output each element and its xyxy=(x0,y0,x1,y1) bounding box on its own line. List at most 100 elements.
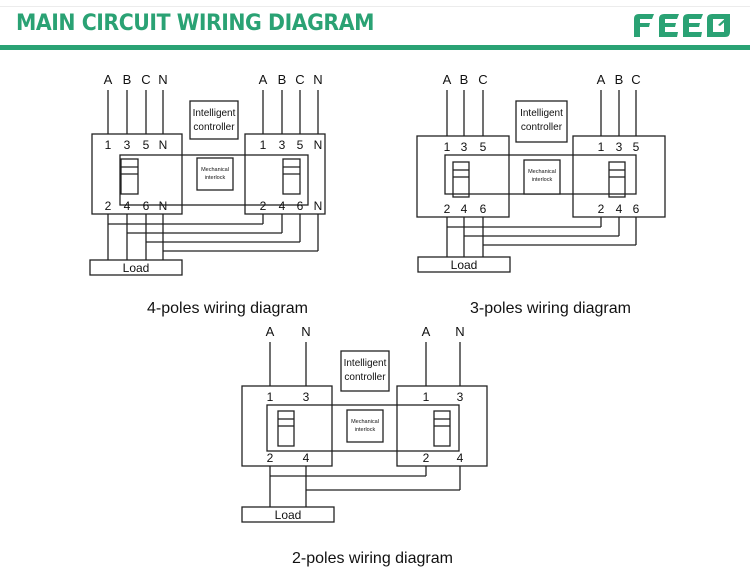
phase-label-a: A xyxy=(104,72,113,87)
phase-label-n: N xyxy=(455,324,464,339)
phase-label-a: A xyxy=(266,324,275,339)
load-label: Load xyxy=(123,261,150,275)
interlock-label: Mechanical xyxy=(351,419,379,425)
terminal-top: 3 xyxy=(461,140,468,154)
interlock-label: interlock xyxy=(205,175,226,181)
terminal-bottom: 2 xyxy=(260,199,267,213)
terminal-bottom: 4 xyxy=(616,202,623,216)
phase-label-c: C xyxy=(478,72,487,87)
phase-label-n: N xyxy=(158,72,167,87)
terminal-bottom: 2 xyxy=(267,451,274,465)
terminal-top: 3 xyxy=(616,140,623,154)
terminal-top: 3 xyxy=(303,390,310,404)
phase-label-b: B xyxy=(278,72,287,87)
brand-logo xyxy=(632,13,732,44)
switch-icon xyxy=(452,161,470,198)
page-title: MAIN CIRCUIT WIRING DIAGRAM xyxy=(16,11,374,36)
breaker-right xyxy=(244,133,326,215)
terminal-bottom: 6 xyxy=(297,199,304,213)
phase-label-c: C xyxy=(631,72,640,87)
terminal-bottom: 6 xyxy=(633,202,640,216)
load-label: Load xyxy=(451,258,478,272)
interlock-label: Mechanical xyxy=(528,169,556,175)
terminal-top: 1 xyxy=(260,138,267,152)
terminal-bottom: 2 xyxy=(105,199,112,213)
terminal-top: N xyxy=(314,138,323,152)
terminal-bottom: 6 xyxy=(143,199,150,213)
interlock-label: interlock xyxy=(532,177,553,183)
header-underline xyxy=(0,45,750,50)
top-divider xyxy=(0,6,750,7)
phase-label-a: A xyxy=(259,72,268,87)
terminal-top: 5 xyxy=(633,140,640,154)
terminal-bottom: 4 xyxy=(461,202,468,216)
interlock-frame xyxy=(266,404,460,452)
three-pole-caption: 3-poles wiring diagram xyxy=(470,300,631,317)
terminal-top: 3 xyxy=(124,138,131,152)
terminal-top: 3 xyxy=(457,390,464,404)
interlock-label: interlock xyxy=(355,427,376,433)
phase-label-a: A xyxy=(443,72,452,87)
controller-label: controller xyxy=(344,372,386,383)
controller-label: controller xyxy=(193,122,235,133)
controller-box xyxy=(189,100,239,140)
terminal-bottom: 2 xyxy=(598,202,605,216)
breaker-left xyxy=(416,135,510,218)
terminal-top: 3 xyxy=(279,138,286,152)
controller-label: Intelligent xyxy=(520,108,563,119)
interlock-frame xyxy=(119,154,309,206)
interlock-label: Mechanical xyxy=(201,167,229,173)
terminal-bottom: 4 xyxy=(457,451,464,465)
load-box xyxy=(241,506,335,523)
breaker-left xyxy=(91,133,183,215)
phase-label-a: A xyxy=(597,72,606,87)
controller-label: controller xyxy=(521,122,563,133)
phase-label-c: C xyxy=(295,72,304,87)
terminal-top: 5 xyxy=(297,138,304,152)
terminal-bottom: N xyxy=(159,199,168,213)
terminal-bottom: 2 xyxy=(423,451,430,465)
phase-label-a: A xyxy=(422,324,431,339)
four-pole-caption: 4-poles wiring diagram xyxy=(147,300,308,317)
interlock-box xyxy=(196,157,234,191)
load-label: Load xyxy=(275,508,302,522)
terminal-top: 1 xyxy=(444,140,451,154)
phase-label-c: C xyxy=(141,72,150,87)
two-pole-diagram: A N A N 1 2 3 4 1 2 3 4 Intelligent controllerMechani… xyxy=(241,324,488,523)
phase-label-n: N xyxy=(301,324,310,339)
terminal-top: N xyxy=(159,138,168,152)
terminal-top: 1 xyxy=(423,390,430,404)
interlock-box xyxy=(346,409,384,443)
terminal-bottom: 4 xyxy=(303,451,310,465)
switch-icon xyxy=(282,158,301,195)
switch-icon xyxy=(608,161,626,198)
breaker-right xyxy=(396,385,488,467)
switch-icon xyxy=(433,410,451,447)
terminal-bottom: 2 xyxy=(444,202,451,216)
feeo-logo-icon xyxy=(634,14,730,37)
load-box xyxy=(89,259,183,276)
two-pole-caption: 2-poles wiring diagram xyxy=(292,550,453,567)
switch-icon xyxy=(120,158,139,195)
interlock-box xyxy=(523,159,561,195)
phase-label-b: B xyxy=(123,72,132,87)
terminal-top: 5 xyxy=(143,138,150,152)
terminal-bottom: 4 xyxy=(124,199,131,213)
terminal-bottom: N xyxy=(314,199,323,213)
phase-label-b: B xyxy=(615,72,624,87)
controller-label: Intelligent xyxy=(193,108,236,119)
phase-label-n: N xyxy=(313,72,322,87)
terminal-top: 1 xyxy=(598,140,605,154)
terminal-bottom: 4 xyxy=(279,199,286,213)
terminal-top: 1 xyxy=(267,390,274,404)
phase-label-b: B xyxy=(460,72,469,87)
terminal-top: 1 xyxy=(105,138,112,152)
breaker-left xyxy=(241,385,333,467)
switch-icon xyxy=(277,410,295,447)
load-box xyxy=(417,256,511,273)
controller-label: Intelligent xyxy=(344,358,387,369)
controller-box xyxy=(515,100,568,143)
